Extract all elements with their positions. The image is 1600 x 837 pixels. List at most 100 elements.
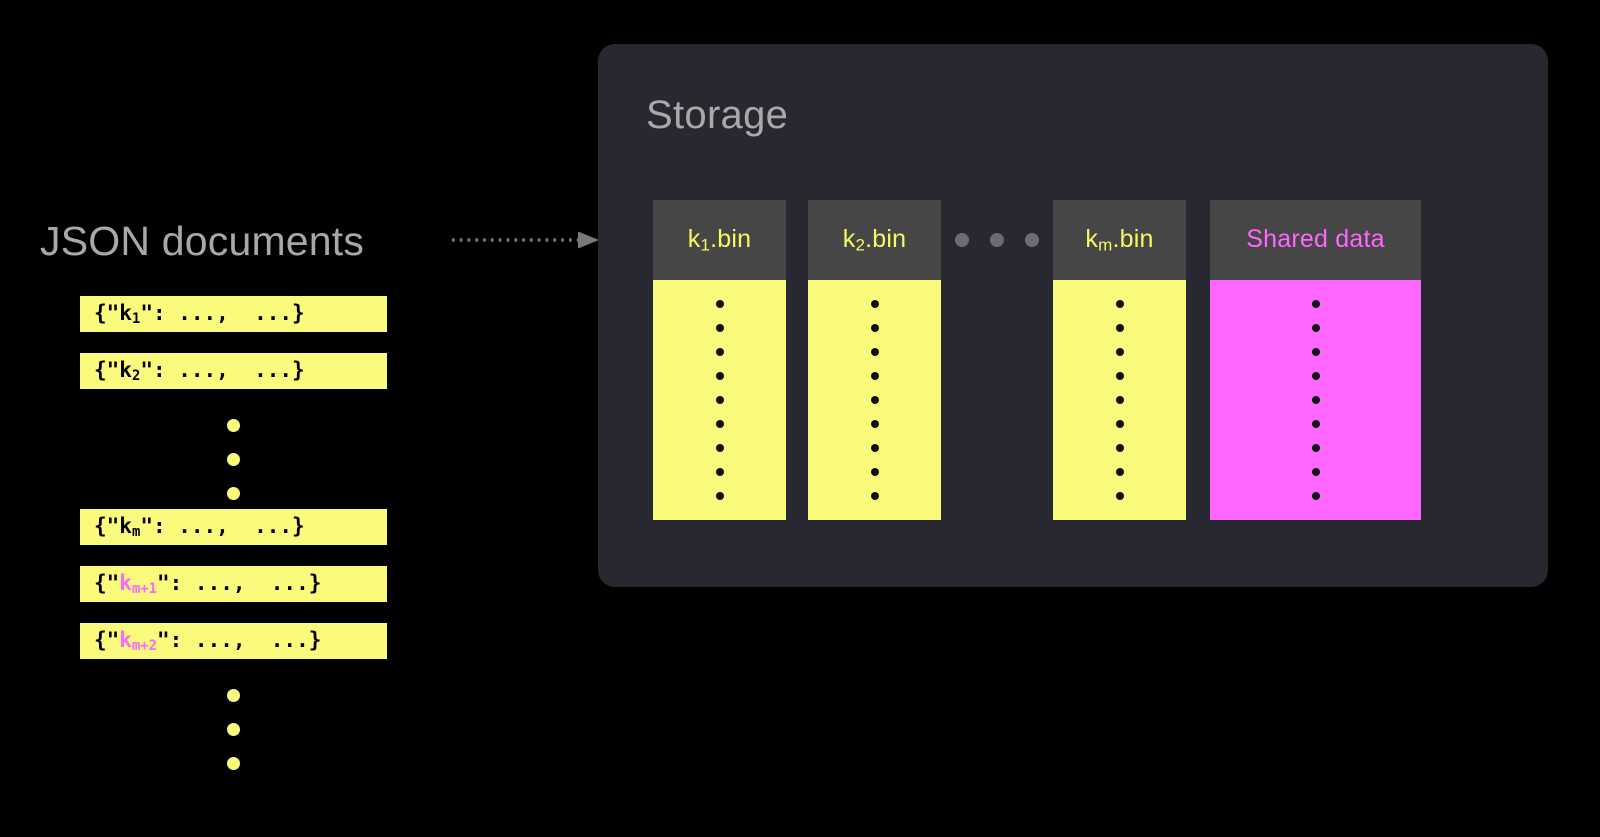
record-dot (1311, 468, 1320, 476)
json-documents-ellipsis-lower (80, 680, 387, 779)
storage-bin-label: Shared data (1246, 224, 1385, 253)
doc-prefix: {" (94, 357, 120, 382)
ellipsis-dot (227, 419, 240, 432)
record-dot (715, 468, 724, 476)
record-dot (1311, 372, 1320, 380)
record-dot (1311, 324, 1320, 332)
doc-key-subscript: m (131, 524, 141, 541)
json-document-row: {"km": ..., ...} (80, 509, 387, 545)
ellipsis-dot (227, 723, 240, 736)
json-documents-label: JSON documents (40, 218, 365, 264)
dotted-arrow-icon (452, 231, 599, 249)
storage-bin-label-subscript: 1 (700, 235, 711, 255)
record-dot (715, 348, 724, 356)
record-dot (1311, 444, 1320, 452)
storage-bin-km[interactable]: km.bin (1053, 200, 1186, 520)
json-document-text: {"k2": ..., ...} (94, 358, 305, 384)
record-dot (1115, 348, 1124, 356)
record-dot (715, 396, 724, 404)
record-dot (870, 444, 879, 452)
ellipsis-dot (227, 487, 240, 500)
doc-prefix: {" (94, 570, 120, 595)
record-dot (870, 348, 879, 356)
doc-key-subscript: 2 (131, 368, 141, 385)
record-dot (1115, 420, 1124, 428)
json-document-text: {"km+2": ..., ...} (94, 628, 321, 654)
json-document-row: {"k1": ..., ...} (80, 296, 387, 332)
doc-key-subscript: m+2 (131, 638, 157, 655)
storage-title: Storage (646, 93, 789, 137)
record-dot (1311, 492, 1320, 500)
record-dot (715, 372, 724, 380)
record-dot (1311, 348, 1320, 356)
storage-bin-label: km.bin (1085, 224, 1154, 255)
doc-key-subscript: m+1 (131, 581, 157, 598)
json-document-text: {"km": ..., ...} (94, 514, 305, 540)
doc-suffix: ": ..., ...} (157, 570, 322, 595)
record-dot (1115, 300, 1124, 308)
storage-bin-body (808, 280, 941, 520)
doc-prefix: {" (94, 627, 120, 652)
record-dot (1311, 420, 1320, 428)
storage-panel: Storage k1.bin (598, 44, 1548, 587)
storage-bin-shared-data[interactable]: Shared data (1210, 200, 1421, 520)
record-dot (870, 372, 879, 380)
json-document-row: {"k2": ..., ...} (80, 353, 387, 389)
doc-key-subscript: 1 (131, 311, 141, 328)
record-dot (1311, 396, 1320, 404)
storage-bin-header: k2.bin (808, 200, 941, 280)
record-dot (1115, 396, 1124, 404)
ellipsis-dot (227, 453, 240, 466)
record-dot (870, 300, 879, 308)
storage-bin-k2[interactable]: k2.bin (808, 200, 941, 520)
storage-bin-body (653, 280, 786, 520)
json-documents-ellipsis-upper (80, 410, 387, 509)
storage-bin-label-subscript: 2 (855, 235, 866, 255)
doc-suffix: ": ..., ...} (157, 627, 322, 652)
ellipsis-dot (1025, 233, 1039, 247)
storage-bins-ellipsis (941, 200, 1053, 280)
record-dot (1311, 300, 1320, 308)
doc-key: km (119, 513, 141, 541)
doc-suffix: ": ..., ...} (140, 357, 305, 382)
json-document-row-highlighted: {"km+1": ..., ...} (80, 566, 387, 602)
record-dot (870, 396, 879, 404)
record-dot (1115, 492, 1124, 500)
doc-suffix: ": ..., ...} (140, 513, 305, 538)
record-dot (1115, 444, 1124, 452)
storage-bin-label-subscript: m (1098, 235, 1113, 255)
record-dot (715, 492, 724, 500)
record-dot (870, 492, 879, 500)
doc-key: k1 (119, 300, 141, 328)
json-document-text: {"km+1": ..., ...} (94, 571, 321, 597)
storage-bins-row: k1.bin k2.bin (653, 200, 1421, 520)
ellipsis-dot (227, 757, 240, 770)
record-dot (1115, 372, 1124, 380)
doc-key-highlighted: km+2 (119, 627, 157, 655)
storage-bin-body (1053, 280, 1186, 520)
doc-prefix: {" (94, 513, 120, 538)
doc-suffix: ": ..., ...} (140, 300, 305, 325)
json-document-text: {"k1": ..., ...} (94, 301, 305, 327)
storage-bin-k1[interactable]: k1.bin (653, 200, 786, 520)
storage-bin-header: Shared data (1210, 200, 1421, 280)
ellipsis-dot (955, 233, 969, 247)
record-dot (715, 324, 724, 332)
storage-bin-header: k1.bin (653, 200, 786, 280)
storage-bin-body (1210, 280, 1421, 520)
json-document-row-highlighted: {"km+2": ..., ...} (80, 623, 387, 659)
record-dot (1115, 468, 1124, 476)
record-dot (870, 324, 879, 332)
record-dot (715, 444, 724, 452)
record-dot (870, 420, 879, 428)
storage-bin-label: k1.bin (687, 224, 752, 255)
doc-key-highlighted: km+1 (119, 570, 157, 598)
storage-bin-header: km.bin (1053, 200, 1186, 280)
doc-key: k2 (119, 357, 141, 385)
record-dot (870, 468, 879, 476)
ellipsis-dot (990, 233, 1004, 247)
storage-bin-label: k2.bin (842, 224, 907, 255)
ellipsis-dot (227, 689, 240, 702)
json-documents-list: {"k1": ..., ...} {"k2": ..., ...} {"km":… (80, 296, 420, 779)
